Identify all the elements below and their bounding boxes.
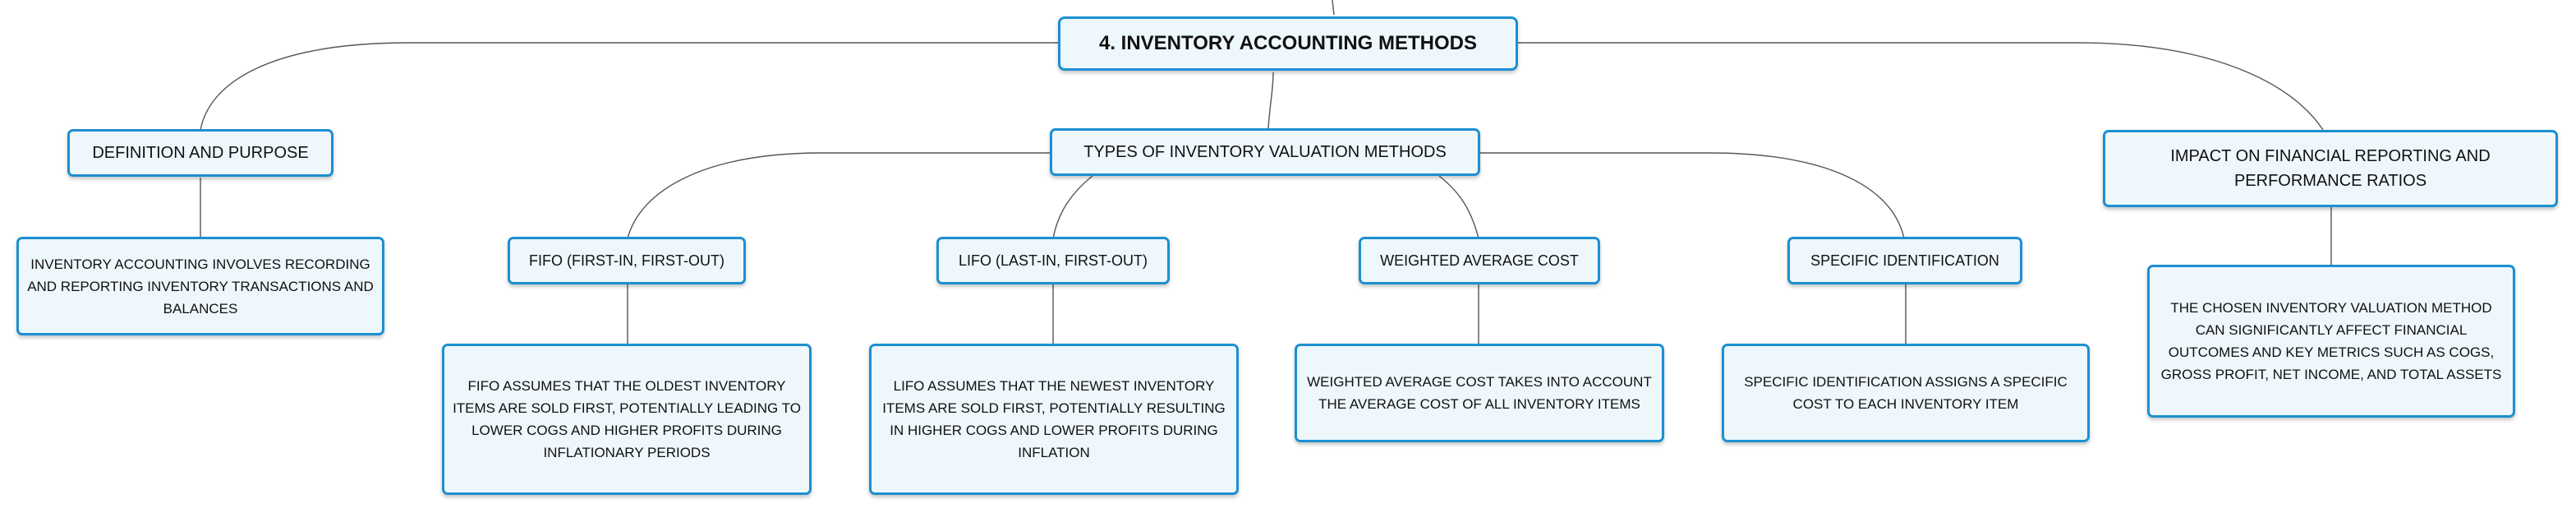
lifo-detail-text: LIFO ASSUMES THAT THE NEWEST INVENTORY I…: [882, 378, 1226, 460]
root-node[interactable]: 4. INVENTORY ACCOUNTING METHODS: [1058, 16, 1518, 71]
edge-root-types: [1267, 72, 1274, 129]
edge-types-weighted: [1438, 175, 1479, 239]
lifo-node[interactable]: LIFO (LAST-IN, FIRST-OUT): [936, 237, 1170, 284]
specific-identification-detail-node[interactable]: SPECIFIC IDENTIFICATION ASSIGNS A SPECIF…: [1722, 344, 2090, 442]
fifo-detail-text: FIFO ASSUMES THAT THE OLDEST INVENTORY I…: [453, 378, 801, 460]
definition-detail-node[interactable]: INVENTORY ACCOUNTING INVOLVES RECORDING …: [16, 237, 384, 335]
weighted-average-node-label: WEIGHTED AVERAGE COST: [1380, 252, 1579, 269]
edge-root-impact: [1518, 42, 2324, 131]
edge-types-specific: [1480, 152, 1905, 239]
types-node[interactable]: TYPES OF INVENTORY VALUATION METHODS: [1050, 128, 1480, 176]
impact-node-label: IMPACT ON FINANCIAL REPORTING AND PERFOR…: [2170, 147, 2491, 190]
weighted-average-detail-node[interactable]: WEIGHTED AVERAGE COST TAKES INTO ACCOUNT…: [1295, 344, 1664, 442]
weighted-average-node[interactable]: WEIGHTED AVERAGE COST: [1359, 237, 1600, 284]
specific-identification-node[interactable]: SPECIFIC IDENTIFICATION: [1787, 237, 2022, 284]
lifo-detail-node[interactable]: LIFO ASSUMES THAT THE NEWEST INVENTORY I…: [869, 344, 1239, 495]
impact-detail-node[interactable]: THE CHOSEN INVENTORY VALUATION METHOD CA…: [2147, 265, 2515, 418]
definition-node-label: DEFINITION AND PURPOSE: [92, 144, 309, 162]
definition-node[interactable]: DEFINITION AND PURPOSE: [67, 129, 334, 177]
edge-types-lifo: [1052, 175, 1093, 239]
impact-detail-text: THE CHOSEN INVENTORY VALUATION METHOD CA…: [2160, 300, 2502, 382]
fifo-node-label: FIFO (FIRST-IN, FIRST-OUT): [529, 252, 724, 269]
types-node-label: TYPES OF INVENTORY VALUATION METHODS: [1083, 143, 1447, 161]
fifo-node[interactable]: FIFO (FIRST-IN, FIRST-OUT): [508, 237, 746, 284]
edge-parent-stub: [1332, 0, 1335, 16]
edge-root-definition: [200, 42, 1058, 131]
lifo-node-label: LIFO (LAST-IN, FIRST-OUT): [958, 252, 1148, 269]
specific-identification-detail-text: SPECIFIC IDENTIFICATION ASSIGNS A SPECIF…: [1744, 374, 2068, 412]
edge-types-fifo: [627, 152, 1050, 239]
fifo-detail-node[interactable]: FIFO ASSUMES THAT THE OLDEST INVENTORY I…: [442, 344, 812, 495]
root-node-label: 4. INVENTORY ACCOUNTING METHODS: [1098, 32, 1478, 54]
weighted-average-detail-text: WEIGHTED AVERAGE COST TAKES INTO ACCOUNT…: [1307, 374, 1652, 412]
definition-detail-text: INVENTORY ACCOUNTING INVOLVES RECORDING …: [27, 256, 374, 317]
specific-identification-node-label: SPECIFIC IDENTIFICATION: [1810, 252, 1999, 269]
impact-node[interactable]: IMPACT ON FINANCIAL REPORTING AND PERFOR…: [2103, 130, 2558, 207]
